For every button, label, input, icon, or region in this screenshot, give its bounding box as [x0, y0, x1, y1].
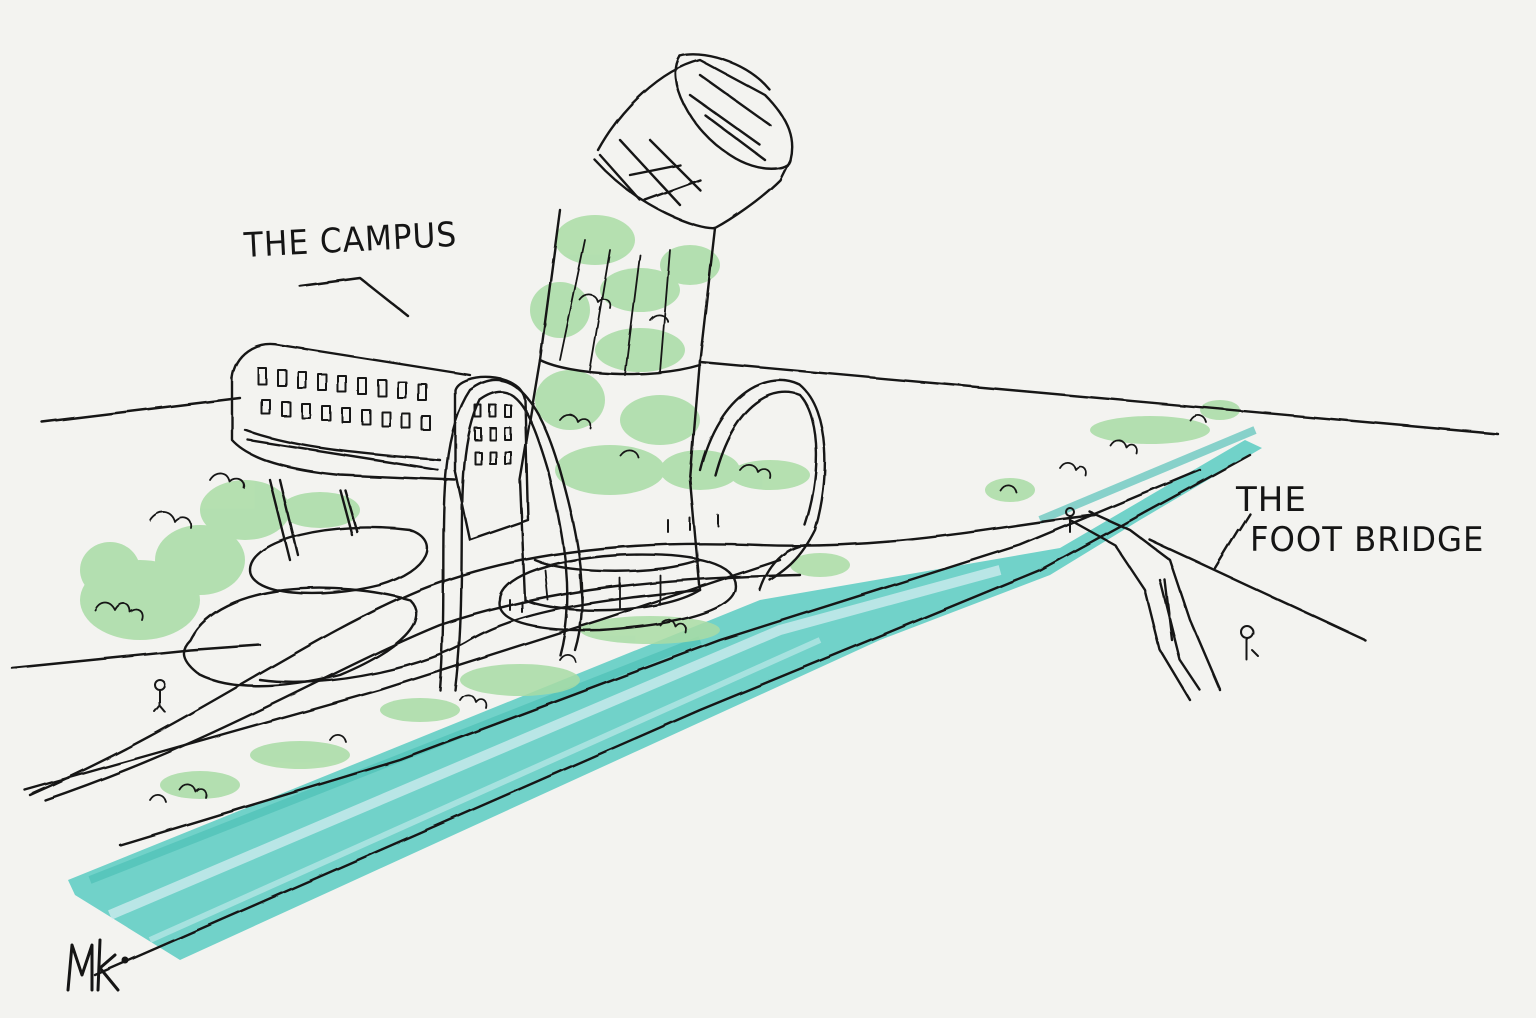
river — [68, 426, 1262, 960]
footbridge-label-line1: THE — [1236, 480, 1307, 520]
footbridge-label-line2: FOOT BRIDGE — [1250, 520, 1485, 560]
greenery — [80, 215, 1240, 799]
ink-lines — [10, 53, 1500, 977]
